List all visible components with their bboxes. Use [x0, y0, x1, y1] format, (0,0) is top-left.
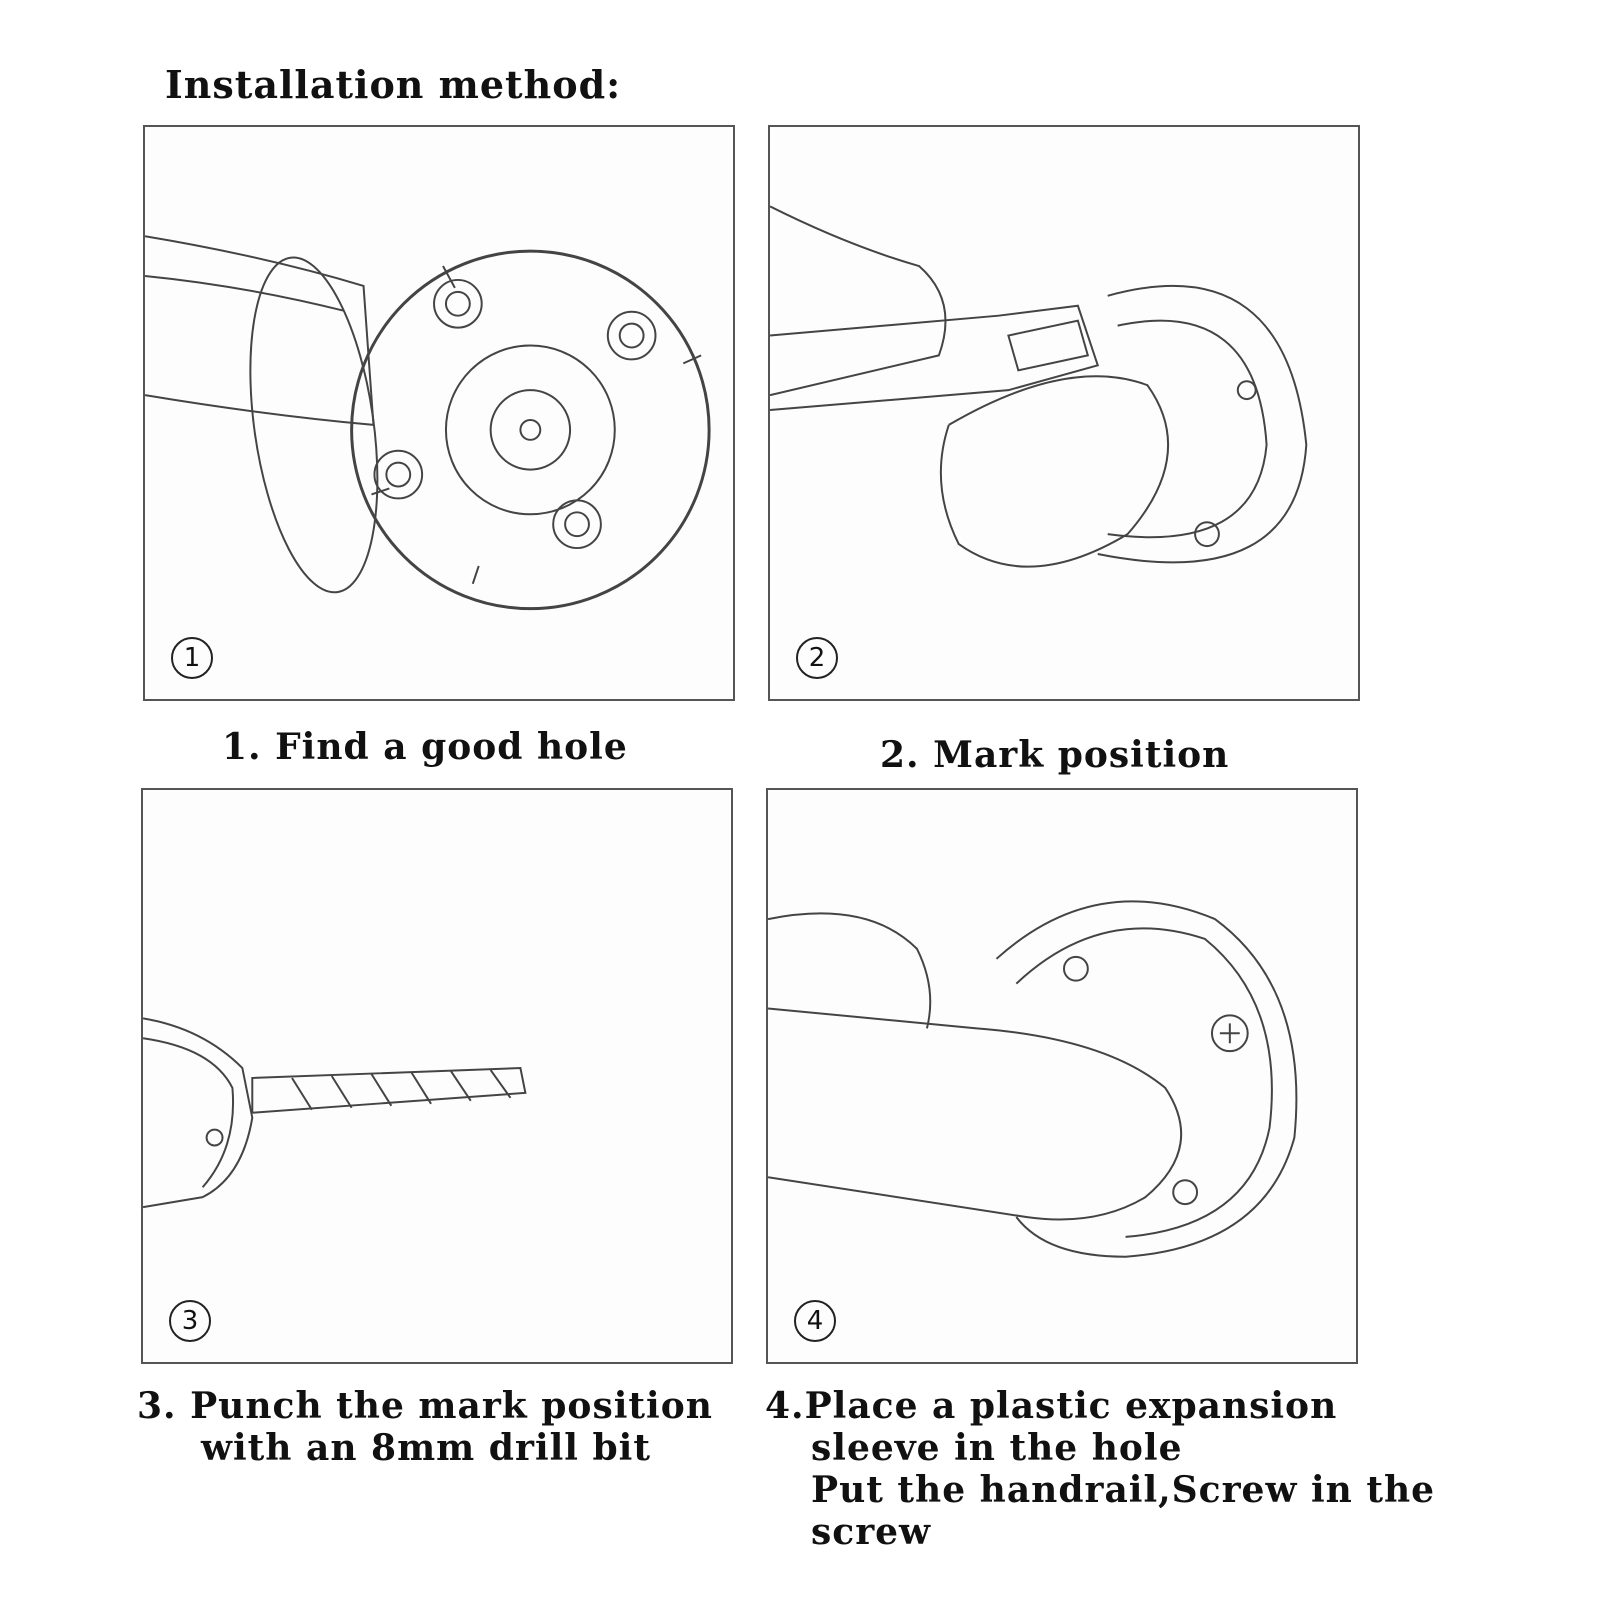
step-3-number: 3	[169, 1300, 211, 1342]
step-4-caption-line-1: 4.Place a plastic expansion	[765, 1385, 1338, 1427]
step-2-number: 2	[796, 637, 838, 679]
step-1-caption-line: 1. Find a good hole	[222, 726, 628, 768]
step-4-caption: 4.Place a plastic expansion sleeve in th…	[765, 1385, 1435, 1553]
step-2-illustration: 2	[768, 125, 1360, 701]
step-4-caption-line-4: screw	[811, 1511, 932, 1553]
drill-bit-sketch	[143, 1017, 527, 1209]
marking-sketch	[770, 205, 1308, 568]
step-3-caption-line-2: with an 8mm drill bit	[201, 1427, 651, 1469]
step-4-illustration: 4	[766, 788, 1358, 1364]
flange-wall-sketch	[145, 235, 711, 611]
step-4-caption-line-3: Put the handrail,Screw in the	[811, 1469, 1436, 1511]
step-2-caption-line: 2. Mark position	[880, 734, 1230, 776]
step-3-caption-line-1: 3. Punch the mark position	[137, 1385, 713, 1427]
installed-handrail-sketch	[768, 900, 1298, 1258]
step-1-caption: 1. Find a good hole	[222, 726, 628, 768]
step-4-number: 4	[794, 1300, 836, 1342]
step-4-caption-line-2: sleeve in the hole	[811, 1427, 1183, 1469]
step-2-caption: 2. Mark position	[880, 734, 1229, 776]
page-title: Installation method:	[165, 62, 622, 107]
step-1-illustration: 1	[143, 125, 735, 701]
step-3-illustration: 3	[141, 788, 733, 1364]
step-3-caption: 3. Punch the mark position with an 8mm d…	[137, 1385, 713, 1469]
step-1-number: 1	[171, 637, 213, 679]
